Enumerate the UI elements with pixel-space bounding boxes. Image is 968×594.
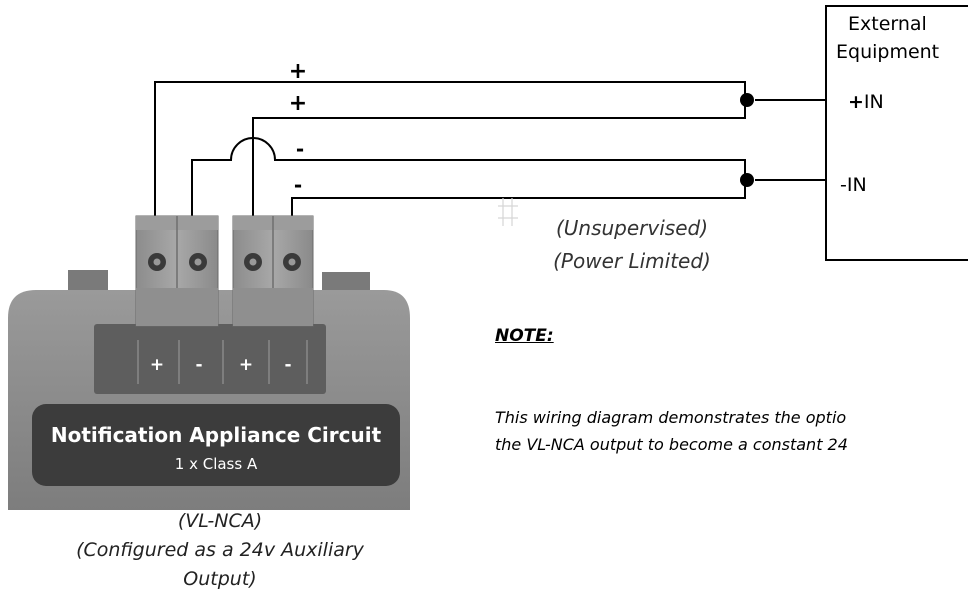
- equipment-title-line2: Equipment: [836, 41, 940, 63]
- wire-label-plus-top: +: [289, 59, 307, 84]
- note-body: This wiring diagram demonstrates the opt…: [495, 404, 968, 474]
- module-caption-line1: (VL-NCA): [177, 510, 263, 532]
- module-title: Notification Appliance Circuit: [51, 423, 382, 447]
- equipment-minus-in: -IN: [840, 174, 867, 196]
- module-label-plate: [32, 404, 400, 486]
- note-line1: This wiring diagram demonstrates the opt…: [495, 408, 847, 427]
- wire-label-plus-second: +: [289, 91, 307, 116]
- terminal-sign-1: +: [150, 355, 164, 375]
- equipment-plus-label: IN: [864, 91, 884, 113]
- external-equipment-box: [825, 5, 968, 261]
- note-title: NOTE:: [495, 326, 554, 346]
- terminal-sign-4: -: [284, 355, 291, 375]
- wire-plus-outer: [154, 81, 746, 218]
- module-caption: (VL-NCA) (Configured as a 24v Auxiliary …: [40, 510, 400, 594]
- terminal-connector-right: [232, 215, 314, 327]
- external-equipment-title: External Equipment: [836, 10, 939, 66]
- terminal-sign-2: -: [195, 355, 202, 375]
- watermark-glyph: [498, 198, 518, 226]
- module-caption-line2: (Configured as a 24v Auxiliary: [76, 539, 364, 561]
- terminal-connector-left: [135, 215, 219, 327]
- terminal-sign-3: +: [239, 355, 253, 375]
- module-caption-line3: Output): [183, 568, 257, 590]
- equipment-plus-sign: +: [848, 91, 864, 113]
- supervision-line1: (Unsupervised): [556, 216, 708, 240]
- note-line2: the VL-NCA output to become a constant 2…: [495, 435, 848, 454]
- supervision-line2: (Power Limited): [553, 249, 711, 273]
- equipment-plus-in: +IN: [848, 91, 884, 113]
- module-subtitle: 1 x Class A: [175, 455, 258, 473]
- nca-module: + - + - Notification Appliance Circuit 1…: [8, 270, 410, 510]
- junction-dot-plus: [740, 93, 754, 107]
- equipment-minus-label: IN: [847, 174, 867, 196]
- equipment-minus-sign: -: [840, 174, 847, 196]
- wire-label-minus-first: -: [296, 137, 304, 161]
- wire-minus-inner: [291, 180, 746, 218]
- wire-minus-outer: [191, 137, 746, 218]
- junction-dot-minus: [740, 173, 754, 187]
- wire-plus-inner: [252, 100, 746, 218]
- equipment-title-line1: External: [848, 13, 927, 35]
- wire-label-minus-second: -: [294, 173, 302, 197]
